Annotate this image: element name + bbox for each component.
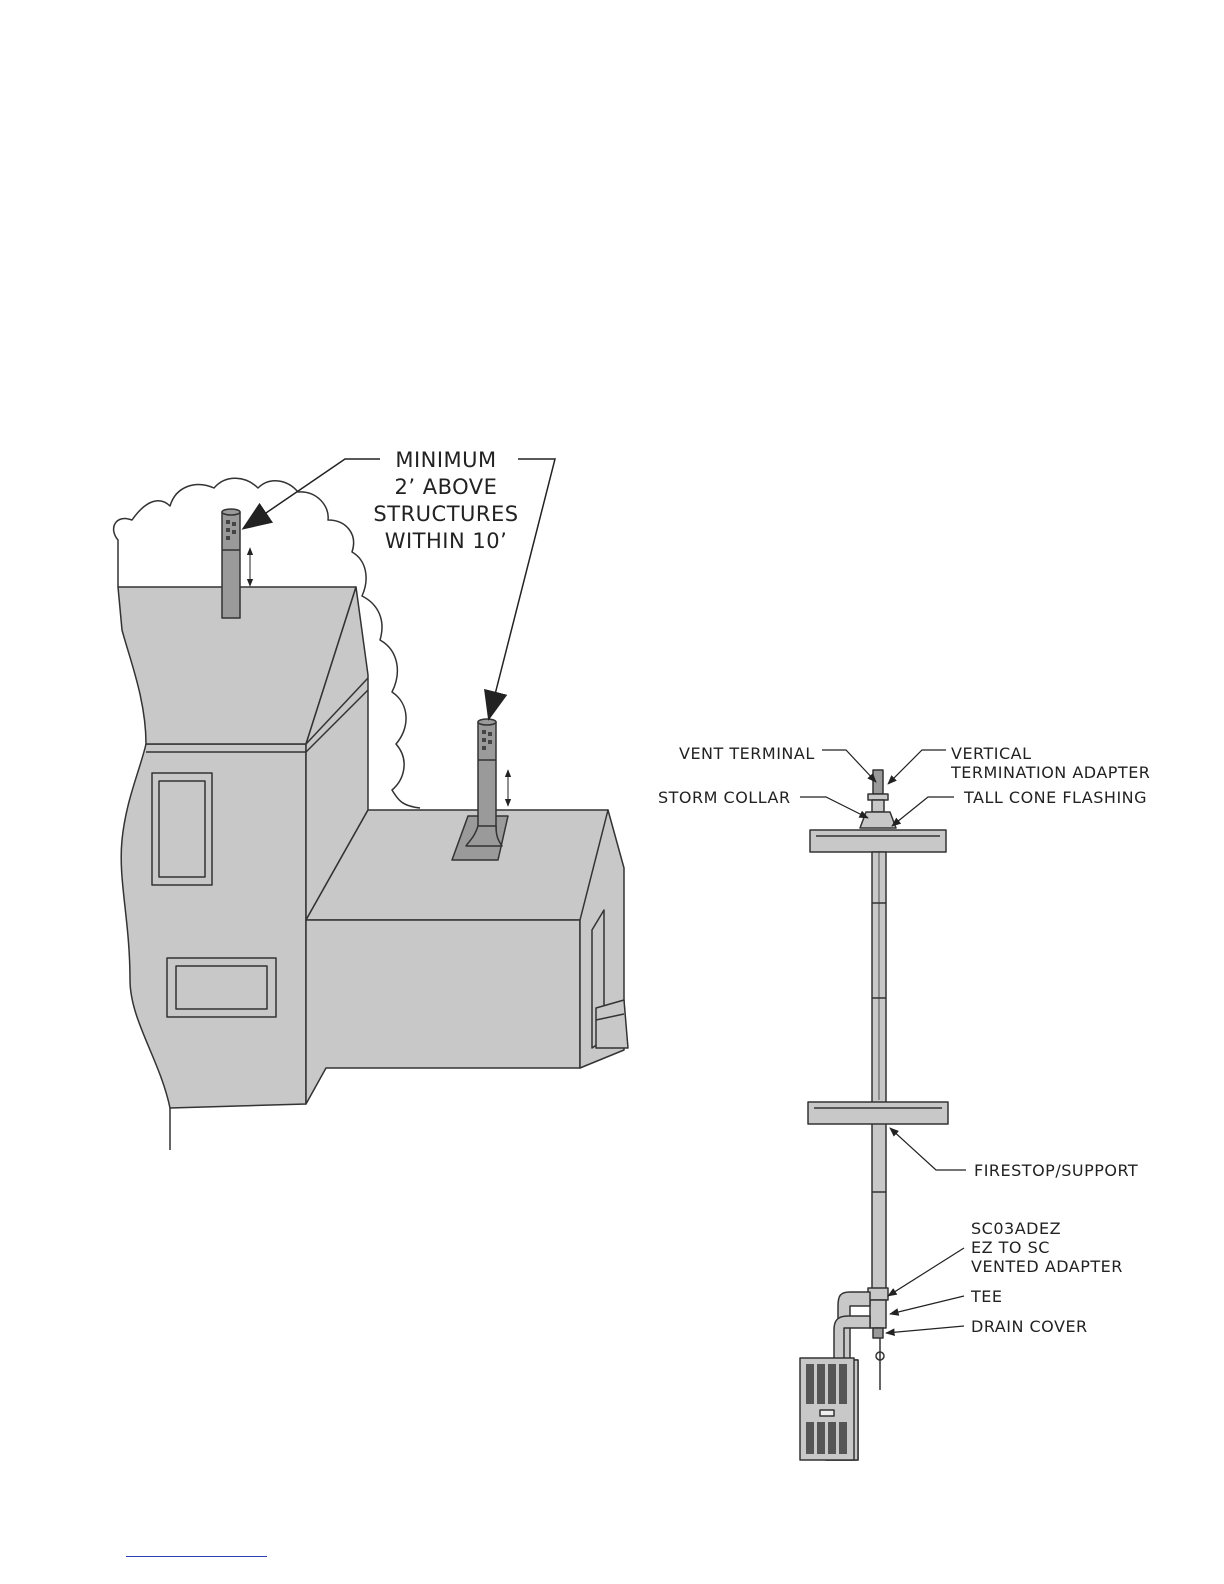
storm-collar [860,812,896,828]
drain-cover [873,1328,883,1338]
leader-tall-cone-flashing [892,797,954,826]
label-drain-cover: DRAIN COVER [971,1317,1088,1336]
vent-pipe-addition-top [478,719,496,725]
label-storm-collar: STORM COLLAR [658,788,791,807]
leader-firestop [890,1128,966,1170]
leader-drain-cover [886,1326,964,1333]
vent-terminal [873,770,883,794]
termination-adapter [868,794,888,800]
furnace-badge [820,1410,834,1416]
callout-line-2: 2’ ABOVE [395,475,498,499]
label-vertical-1: VERTICAL [951,744,1032,763]
addition-front-wall [306,920,580,1104]
vent-pipe-top [872,800,884,812]
leader-adapter [888,1248,964,1296]
connector-pipe-lower [834,1316,870,1362]
vented-adapter [868,1288,888,1300]
callout-line-3: STRUCTURES [373,502,518,526]
label-adapter-2: EZ TO SC [971,1238,1050,1257]
vent-pipe-main-top [222,509,240,515]
step [596,1000,628,1048]
label-vent-terminal: VENT TERMINAL [679,744,815,763]
main-wall-front [121,744,306,1108]
vent-pipe-addition [478,722,496,830]
leader-storm-collar [800,797,868,818]
label-adapter-3: VENTED ADAPTER [971,1257,1123,1276]
label-vertical-2: TERMINATION ADAPTER [950,763,1150,782]
footer-rule [126,1556,267,1557]
label-firestop-support: FIRESTOP/SUPPORT [974,1161,1138,1180]
leader-vent-terminal [822,750,876,782]
vent-pipe-main [222,512,240,618]
callout-leader-right [489,459,555,718]
minimum-height-callout: MINIMUM 2’ ABOVE STRUCTURES WITHIN 10’ [373,448,518,553]
vent-system-illustration [800,770,948,1460]
leader-vertical-adapter [888,750,946,784]
window-lower-inner [176,966,267,1009]
label-adapter-1: SC03ADEZ [971,1219,1061,1238]
label-tee: TEE [970,1287,1003,1306]
label-tall-cone-flashing: TALL CONE FLASHING [963,788,1147,807]
leader-tee [890,1296,964,1314]
window-upper-inner [159,781,205,877]
floor-slab [808,1102,948,1124]
house-illustration [114,478,628,1150]
callout-line-1: MINIMUM [395,448,496,472]
tee [870,1300,886,1328]
roof-slab [810,830,946,852]
callout-line-4: WITHIN 10’ [385,529,508,553]
